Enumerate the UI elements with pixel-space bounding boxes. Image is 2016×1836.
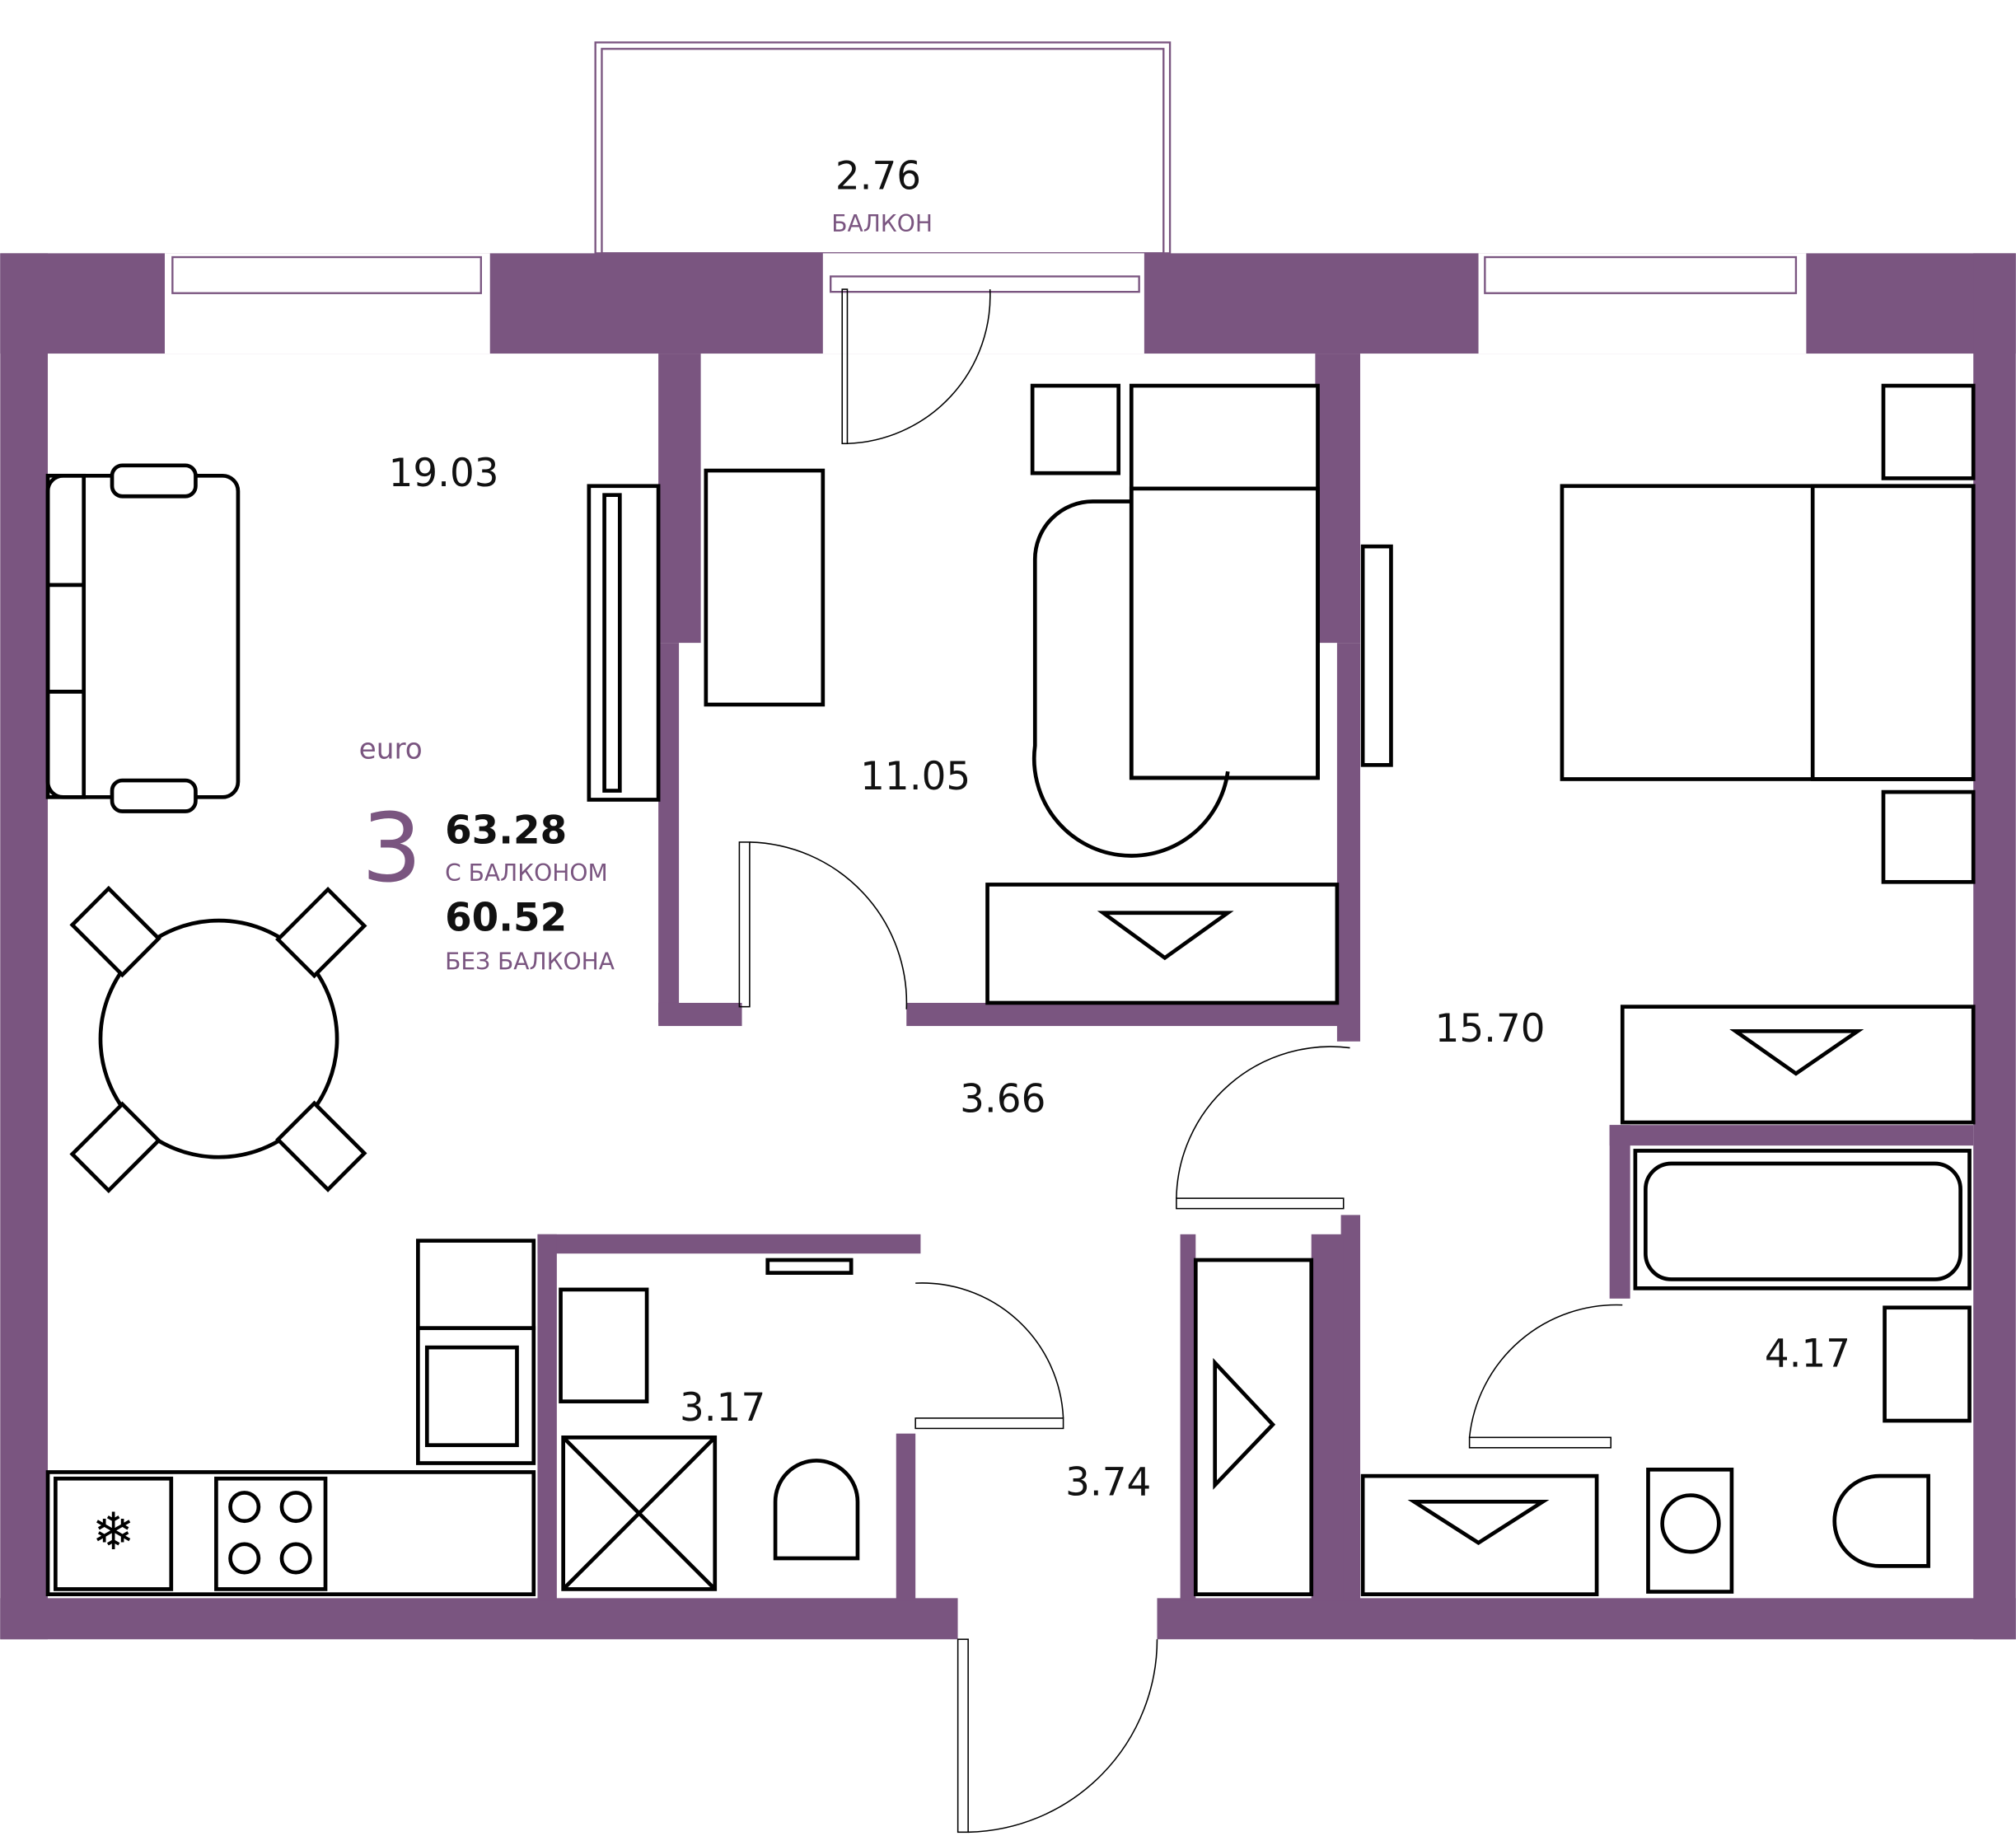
- apartment-summary: euro 3 63.28 С БАЛКОНОМ 60.52 БЕЗ БАЛКОН…: [359, 733, 615, 976]
- bedroom-small-furniture: [704, 383, 1340, 1005]
- windows: [164, 253, 1807, 1640]
- bedroom-large-area: 15.70: [1435, 1007, 1546, 1051]
- snowflake-icon: ❄: [91, 1501, 134, 1562]
- bedroom-small-area: 11.05: [860, 755, 971, 799]
- bathroom-right-fixtures: [1633, 1149, 1972, 1594]
- entrance-area: 3.74: [1065, 1461, 1151, 1506]
- balcony-area: 2.76: [835, 154, 921, 199]
- bathroom-left-area: 3.17: [680, 1386, 765, 1431]
- bathroom-right-area: 4.17: [1765, 1333, 1850, 1377]
- area-without-balcony: 60.52: [445, 897, 567, 941]
- living-area: 19.03: [389, 452, 499, 496]
- dining-table: [69, 885, 367, 1193]
- bathroom-left-fixtures: [559, 1258, 860, 1591]
- type-label: euro: [359, 733, 423, 766]
- kitchen: ❄: [45, 1239, 536, 1597]
- wardrobes: [1193, 1258, 1599, 1597]
- hallway-area: 3.66: [960, 1078, 1045, 1122]
- rooms-count: 3: [362, 794, 422, 904]
- doors[interactable]: [738, 288, 1623, 1834]
- without-balcony-label: БЕЗ БАЛКОНА: [445, 948, 615, 975]
- balcony-label: 2.76 БАЛКОН: [831, 154, 933, 237]
- with-balcony-label: С БАЛКОНОМ: [445, 859, 608, 887]
- balcony-name: БАЛКОН: [831, 210, 933, 237]
- bedroom-large-furniture: [1360, 383, 1976, 1125]
- sofa: [45, 463, 241, 813]
- tv-stand: [587, 484, 661, 802]
- area-with-balcony: 63.28: [445, 809, 567, 854]
